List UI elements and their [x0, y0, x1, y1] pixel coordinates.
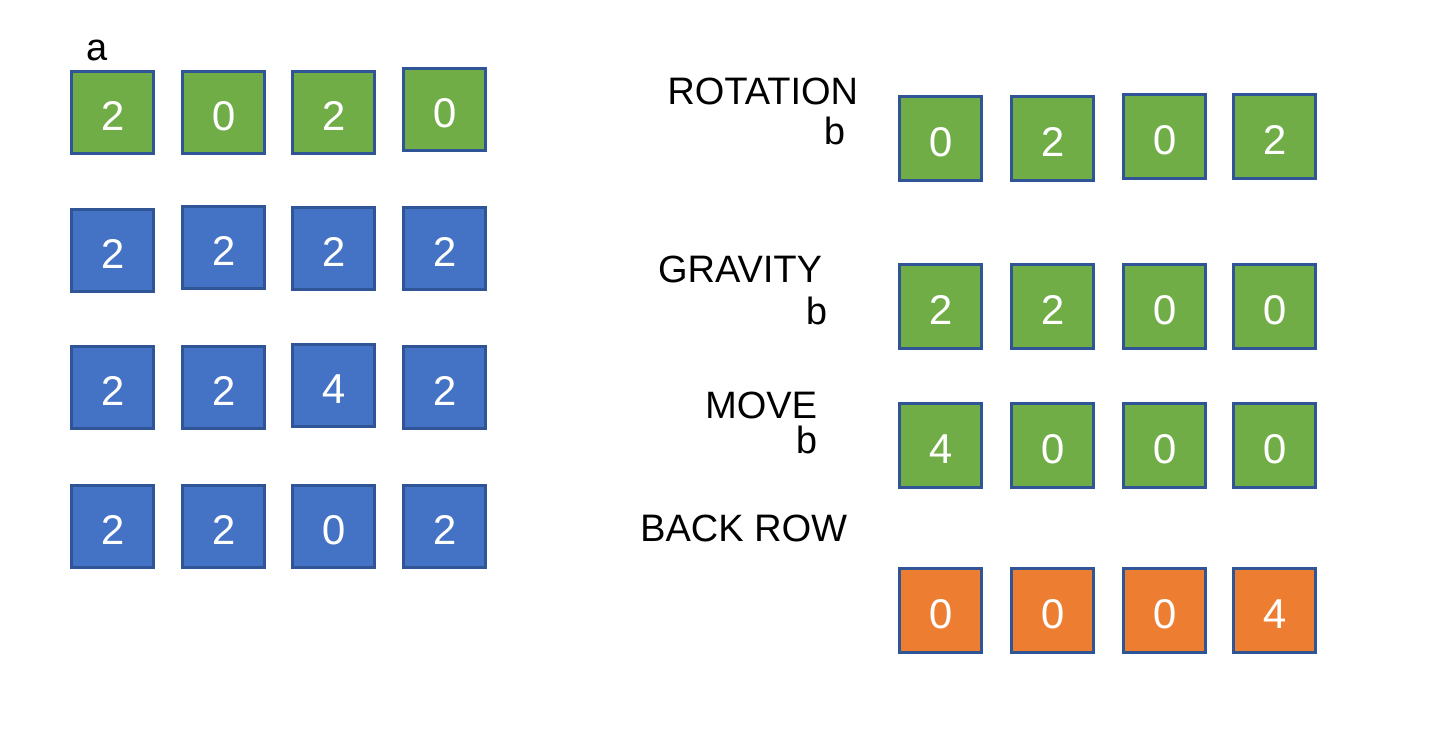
gravity-cell-1: 2: [898, 263, 983, 350]
grid-a-cell-r3c1: 2: [70, 345, 155, 430]
grid-a-cell-r3c2: 2: [181, 345, 266, 430]
back-row-cell-4: 4: [1232, 567, 1317, 654]
grid-a-cell-r2c1: 2: [70, 208, 155, 293]
grid-a-cell-r1c1: 2: [70, 70, 155, 155]
grid-a-cell-r3c4: 2: [402, 345, 487, 430]
grid-a-cell-r4c3: 0: [291, 484, 376, 569]
rotation-cell-1: 0: [898, 95, 983, 182]
back-row-label: BACK ROW: [640, 508, 847, 550]
gravity-label: GRAVITY: [658, 249, 822, 291]
gravity-cell-2: 2: [1010, 263, 1095, 350]
move-cell-1: 4: [898, 402, 983, 489]
rotation-cell-4: 2: [1232, 93, 1317, 180]
move-sublabel: b: [795, 420, 817, 462]
move-cell-2: 0: [1010, 402, 1095, 489]
grid-a-cell-r4c1: 2: [70, 484, 155, 569]
rotation-label: ROTATION: [667, 71, 858, 113]
grid-a-cell-r1c2: 0: [181, 70, 266, 155]
grid-a-cell-r1c4: 0: [402, 67, 487, 152]
rotation-sublabel: b: [823, 111, 845, 153]
move-label: MOVE: [705, 385, 817, 427]
grid-a-cell-r2c4: 2: [402, 206, 487, 291]
grid-a-cell-r2c2: 2: [181, 205, 266, 290]
rotation-cell-2: 2: [1010, 95, 1095, 182]
grid-a-label: a: [86, 27, 108, 69]
grid-a-cell-r3c3: 4: [291, 343, 376, 428]
move-cell-4: 0: [1232, 402, 1317, 489]
back-row-cell-3: 0: [1122, 567, 1207, 654]
grid-a-cell-r4c4: 2: [402, 484, 487, 569]
back-row-cell-1: 0: [898, 567, 983, 654]
move-cell-3: 0: [1122, 402, 1207, 489]
gravity-sublabel: b: [805, 291, 827, 333]
gravity-cell-4: 0: [1232, 263, 1317, 350]
grid-a-cell-r1c3: 2: [291, 70, 376, 155]
grid-a-cell-r4c2: 2: [181, 484, 266, 569]
grid-a-cell-r2c3: 2: [291, 206, 376, 291]
gravity-cell-3: 0: [1122, 263, 1207, 350]
back-row-cell-2: 0: [1010, 567, 1095, 654]
rotation-cell-3: 0: [1122, 93, 1207, 180]
